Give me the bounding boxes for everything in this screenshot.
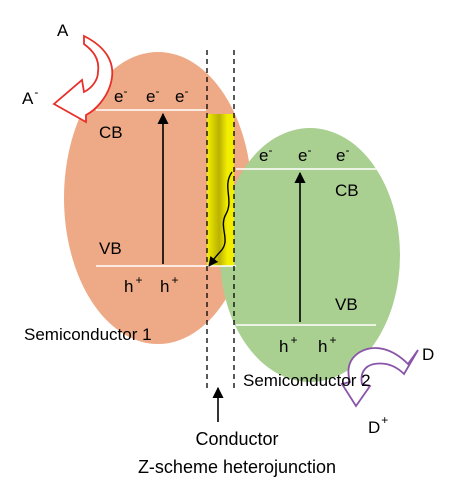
charge-transfer-path xyxy=(208,171,233,267)
semiconductor-1-body xyxy=(64,52,252,344)
sc1-electron-2: e- xyxy=(146,84,159,106)
donor-oxidized-label: D+ xyxy=(368,413,388,437)
sc1-hole-1: h+ xyxy=(124,273,142,296)
semiconductor-2-body xyxy=(220,128,400,382)
sc1-vb-label: VB xyxy=(99,239,122,258)
sc2-vb-label: VB xyxy=(335,295,358,314)
caption-conductor: Conductor xyxy=(195,429,278,449)
sc2-hole-1: h+ xyxy=(279,333,297,356)
sc2-hole-2: h+ xyxy=(318,333,336,356)
sc2-electron-2: e- xyxy=(298,143,311,165)
donor-label: D xyxy=(422,345,434,364)
caption-heterojunction: Z-scheme heterojunction xyxy=(138,457,336,477)
sc2-cb-label: CB xyxy=(335,181,359,200)
semiconductor-1-label: Semiconductor 1 xyxy=(24,325,152,344)
sc1-electron-1: e- xyxy=(114,84,127,106)
acceptor-label: A xyxy=(57,21,69,40)
sc1-hole-2: h+ xyxy=(160,273,178,296)
semiconductor-2-label: Semiconductor 2 xyxy=(243,371,371,390)
sc1-electron-3: e- xyxy=(175,84,188,106)
donor-oxidation-arrow xyxy=(340,347,419,408)
sc1-cb-label: CB xyxy=(99,123,123,142)
acceptor-reduced-label: A- xyxy=(22,85,38,108)
sc2-electron-1: e- xyxy=(259,143,272,165)
conductor-bar xyxy=(207,114,234,266)
acceptor-reduction-arrow xyxy=(52,34,114,124)
sc2-electron-3: e- xyxy=(336,143,349,165)
